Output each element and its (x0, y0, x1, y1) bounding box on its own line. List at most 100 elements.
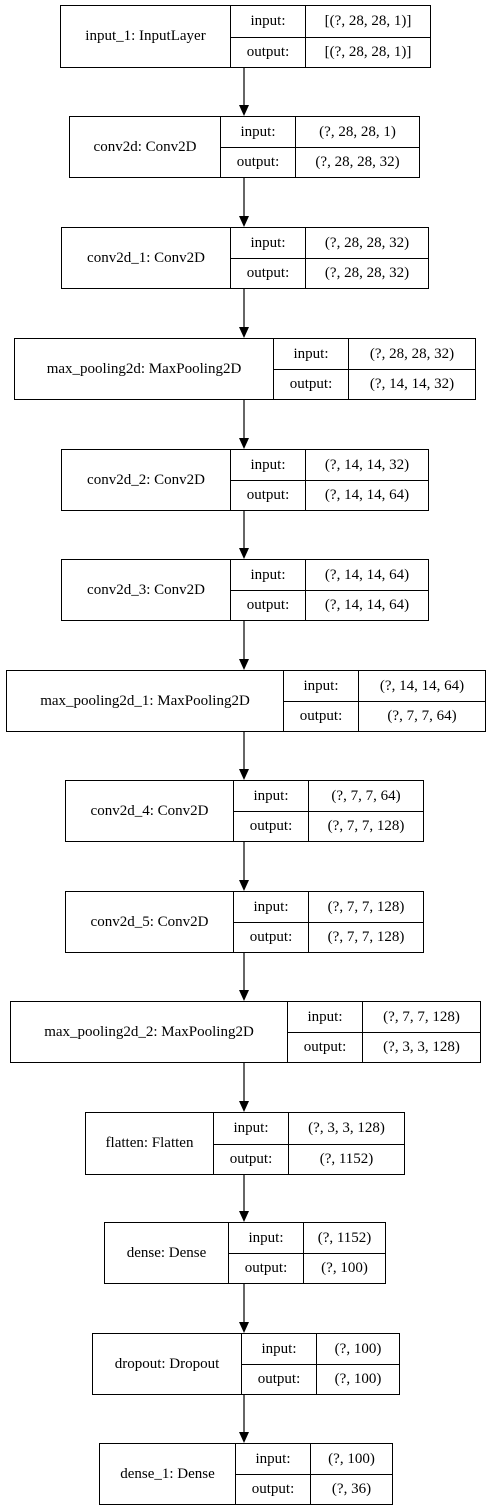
input-shape: [(?, 28, 28, 1)] (324, 12, 412, 29)
output-row: output:(?, 7, 7, 128) (234, 811, 423, 841)
input-row: input: (?, 28, 28, 32) (274, 339, 475, 369)
layer-shapes: input: (?, 14, 14, 64) output:(?, 7, 7, 64… (284, 671, 485, 731)
output-label: output: (242, 1365, 317, 1394)
output-shape: [(?, 28, 28, 1)] (324, 43, 412, 60)
input-shape: (?, 7, 7, 64) (331, 787, 401, 804)
input-label: input: (214, 1113, 289, 1144)
output-label: output: (288, 1033, 363, 1062)
output-label: output: (236, 1475, 311, 1504)
output-row: output: (?, 1152) (214, 1143, 404, 1174)
layer-shapes: input:[(?, 28, 28, 1)]output: [(?, 28, 28… (231, 6, 430, 67)
input-row: input:(?, 7, 7, 128) (234, 892, 423, 922)
arrowhead-icon (239, 105, 249, 116)
input-row: input: (?, 14, 14, 64) (231, 560, 428, 590)
output-label: output: (231, 259, 306, 288)
input-label: input: (231, 228, 306, 258)
output-shape: (?, 3, 3, 128) (383, 1039, 460, 1055)
output-row: output: [(?, 28, 28, 1)] (231, 36, 430, 67)
input-shape: (?, 14, 14, 64) (379, 677, 465, 694)
input-label: input: (274, 339, 349, 369)
input-row: input: (?, 14, 14, 32) (231, 450, 428, 480)
output-shape: (?, 14, 14, 64) (324, 487, 410, 503)
output-label: output: (274, 370, 349, 399)
output-shape: (?, 7, 7, 128) (327, 929, 405, 945)
layer-shapes: input: (?, 14, 14, 64) output:(?, 14, 14, … (231, 560, 428, 620)
input-label: input: (234, 892, 309, 922)
output-label: output: (234, 923, 309, 952)
output-shape: (?, 36) (331, 1481, 372, 1497)
input-shape: (?, 14, 14, 32) (324, 456, 410, 473)
layer-shapes: input:(?, 28, 28, 1)output:(?, 28, 28, 3… (221, 117, 419, 177)
input-row: input:(?, 100) (236, 1444, 392, 1474)
input-label: input: (234, 781, 309, 811)
output-shape: (?, 1152) (319, 1150, 374, 1167)
output-label: output: (231, 37, 306, 67)
input-row: input:[(?, 28, 28, 1)] (231, 6, 430, 37)
arrowhead-icon (239, 327, 249, 338)
output-row: output: (?, 100) (242, 1364, 399, 1394)
input-label: input: (231, 450, 306, 480)
input-label: input: (231, 560, 306, 590)
output-row: output: (?, 36) (236, 1474, 392, 1504)
input-label: input: (288, 1002, 363, 1032)
input-shape: (?, 28, 28, 32) (369, 345, 455, 362)
output-row: output:(?, 28, 28, 32) (221, 147, 419, 177)
layer-name: conv2d_3: Conv2D (62, 560, 231, 620)
output-row: output:(?, 28, 28, 32) (231, 258, 428, 288)
layer-shapes: input:(?, 3, 3, 128)output: (?, 1152) (214, 1113, 404, 1174)
input-label: input: (236, 1444, 311, 1474)
arrowhead-icon (239, 1101, 249, 1112)
output-shape: (?, 100) (321, 1260, 368, 1276)
layer-shapes: input:(?, 100)output: (?, 36) (236, 1444, 392, 1504)
arrowhead-icon (239, 548, 249, 559)
arrowhead-icon (239, 438, 249, 449)
layer-name: flatten: Flatten (86, 1113, 214, 1174)
input-row: input:(?, 1152) (229, 1223, 385, 1253)
layer-shapes: input: (?, 7, 7, 64) output:(?, 7, 7, 128) (234, 781, 423, 841)
input-label: input: (229, 1223, 304, 1253)
layer-name: conv2d_5: Conv2D (66, 892, 234, 952)
layer-name: max_pooling2d: MaxPooling2D (15, 339, 274, 399)
arrowhead-icon (239, 1432, 249, 1443)
layer-name: dense: Dense (105, 1223, 229, 1283)
layer-shapes: input: (?, 28, 28, 32) output:(?, 14, 14, … (274, 339, 475, 399)
output-row: output: (?, 7, 7, 128) (234, 922, 423, 952)
input-row: input:(?, 7, 7, 128) (288, 1002, 480, 1032)
output-shape: (?, 100) (334, 1371, 382, 1387)
layer-shapes: input: (?, 28, 28, 32) output:(?, 28, 28, … (231, 228, 428, 288)
input-row: input:(?, 100) (242, 1334, 399, 1364)
input-label: input: (284, 671, 359, 701)
output-label: output: (214, 1144, 289, 1174)
layer-name: conv2d_4: Conv2D (66, 781, 234, 841)
arrowhead-icon (239, 216, 249, 227)
output-row: output: (?, 14, 14, 64) (231, 480, 428, 510)
input-row: input: (?, 14, 14, 64) (284, 671, 485, 701)
input-label: input: (242, 1334, 317, 1364)
input-row: input: (?, 28, 28, 32) (231, 228, 428, 258)
input-row: input: (?, 7, 7, 64) (234, 781, 423, 811)
layer-name: max_pooling2d_1: MaxPooling2D (7, 671, 284, 731)
layer-shapes: input: (?, 14, 14, 32) output: (?, 14, 14, … (231, 450, 428, 510)
output-row: output:(?, 14, 14, 32) (274, 369, 475, 399)
output-row: output:(?, 14, 14, 64) (231, 590, 428, 620)
output-label: output: (284, 702, 359, 731)
output-label: output: (221, 148, 296, 177)
output-label: output: (231, 481, 306, 510)
input-shape: (?, 28, 28, 32) (324, 234, 410, 251)
input-shape: (?, 14, 14, 64) (324, 566, 410, 583)
arrowhead-icon (239, 990, 249, 1001)
output-row: output:(?, 7, 7, 64) (284, 701, 485, 731)
input-row: input:(?, 3, 3, 128) (214, 1113, 404, 1144)
output-row: output: (?, 3, 3, 128) (288, 1032, 480, 1062)
